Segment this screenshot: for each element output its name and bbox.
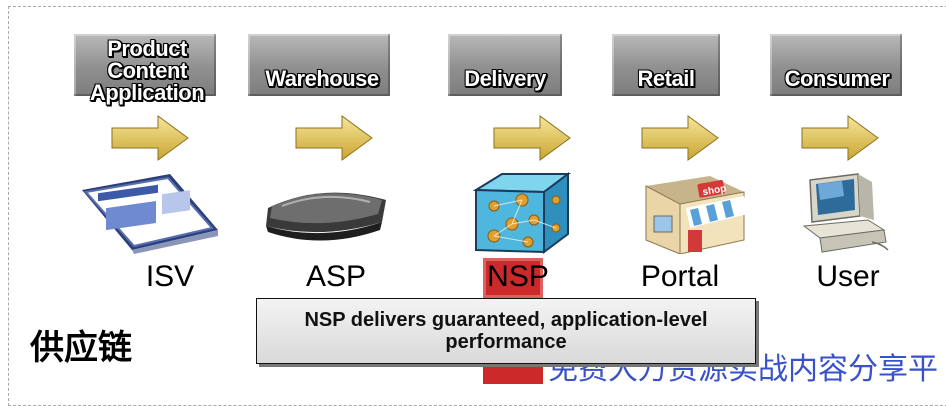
- stage-box-warehouse: [248, 34, 390, 96]
- shop-icon: shop: [645, 176, 748, 254]
- red-decoration: [483, 258, 543, 298]
- stage-label-delivery: Delivery: [464, 66, 546, 91]
- actor-label-asp: ASP: [305, 260, 367, 293]
- stage-label-product: Product Content Application: [89, 36, 205, 105]
- stage-box-delivery: [448, 34, 562, 96]
- nsp-callout: NSP delivers guaranteed, application-lev…: [256, 298, 756, 364]
- arrow-icon: [111, 115, 189, 161]
- stage-label-warehouse: Warehouse: [265, 66, 379, 91]
- arrow-icon: [641, 115, 719, 161]
- arrow-icon: [295, 115, 373, 161]
- stage-label-consumer: Consumer: [784, 66, 890, 91]
- arrow-icon: [801, 115, 879, 161]
- actor-label-nsp: NSP: [487, 260, 549, 293]
- stage-label-retail: Retail: [637, 66, 695, 91]
- red-decoration: [483, 364, 543, 384]
- supply-chain-title: 供应链: [30, 328, 132, 368]
- software-box-icon: [82, 174, 218, 254]
- stage-box-retail: [612, 34, 720, 96]
- server-tray-icon: [266, 192, 386, 241]
- actor-label-portal: Portal: [640, 260, 720, 293]
- stage-box-product: [74, 34, 216, 96]
- actor-label-isv: ISV: [145, 260, 195, 293]
- network-cube-icon: [472, 172, 571, 254]
- arrow-icon: [493, 115, 571, 161]
- stage-box-consumer: [770, 34, 902, 96]
- actor-label-user: User: [816, 260, 880, 293]
- svg-text:shop: shop: [702, 183, 727, 198]
- computer-icon: [802, 173, 889, 253]
